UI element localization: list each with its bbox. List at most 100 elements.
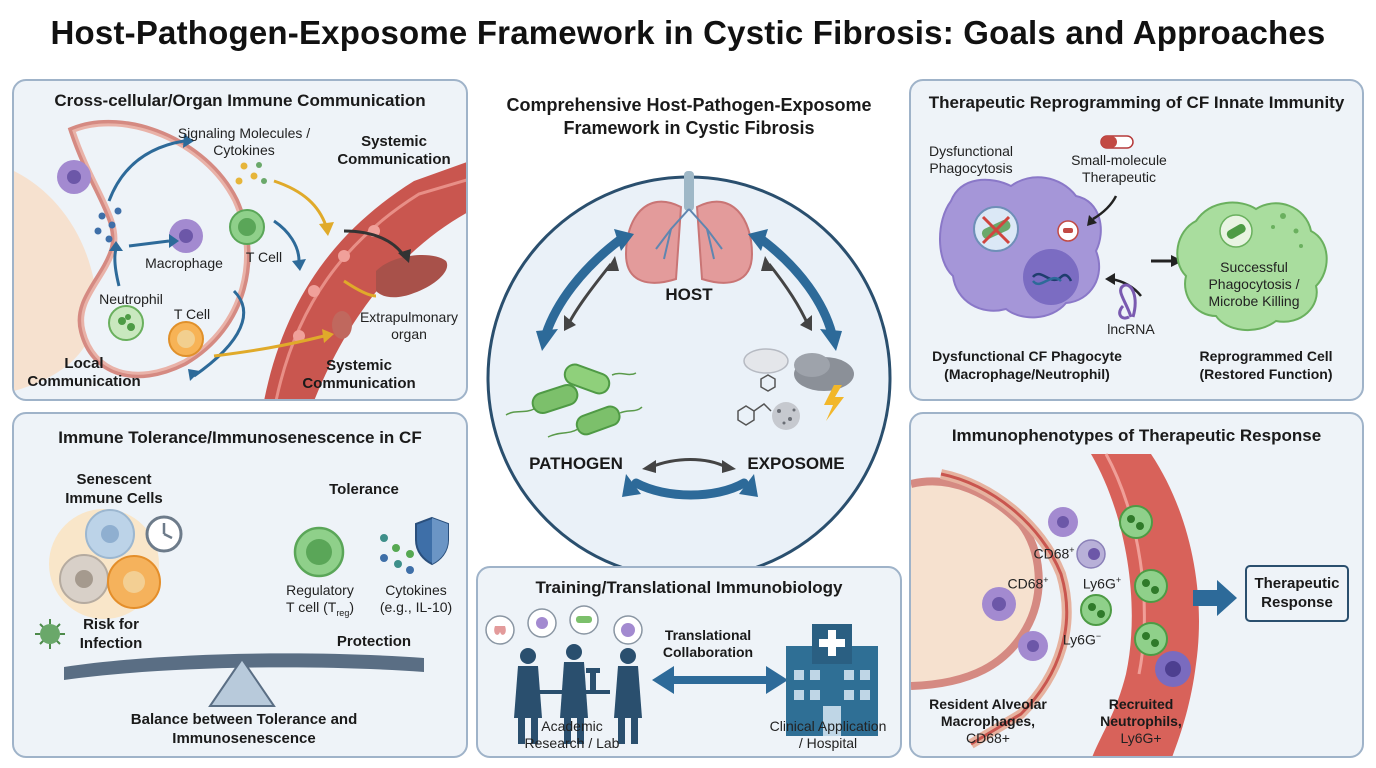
cytokine-dots [94,207,122,243]
collaboration-arrow [652,666,788,694]
recruited-label-2: Neutrophils, [1100,713,1182,729]
neutrophil-cell [108,305,144,341]
therapeutic-label: Therapeutic [1254,575,1340,592]
training-illustration [485,605,878,744]
systemic-label-top: Systemic [361,133,427,150]
reprogrammed-cell [1176,201,1328,332]
regulatory-label: Regulatory [286,582,354,598]
panel-title: Training/Translational Immunobiology [535,578,843,597]
phagocytosis-label: Phagocytosis [929,160,1013,176]
lungs-icon [624,171,754,284]
tolerance-label: Tolerance [329,481,399,498]
panel-title: Immunophenotypes of Therapeutic Response [951,426,1322,445]
local-communication-label: Communication [27,373,141,390]
cytokine-dots [380,534,414,574]
research-lab-label: Research / Lab [524,735,620,751]
cytokines-label: Cytokines [213,142,275,158]
framework-title-2: Framework in Cystic Fibrosis [563,118,815,138]
neutrophil-label: Neutrophil [99,291,163,307]
resident-label-1: Resident Alveolar [929,696,1047,712]
kidney-organ [332,311,352,339]
panel-communication: Cross-cellular/Organ Immune Communicatio… [12,79,468,401]
cd68-label-1: CD68+ [1033,545,1075,562]
cd68-label-2: CD68+ [1007,575,1049,592]
hospital-label: / Hospital [798,735,858,751]
dysfunctional-phagocyte [939,176,1102,319]
communication-illustration [14,119,466,399]
immune-cells-label: Immune Cells [65,490,163,507]
blood-vessel [264,162,466,399]
systemic-label-bottom: Systemic [326,357,392,374]
t-cell-label-1: T Cell [245,249,283,265]
balance-label-2: Immunosenescence [172,730,316,747]
macrophage-label: Macrophage [145,255,223,271]
il10-label: (e.g., IL-10) [379,599,453,615]
framework-title-1: Comprehensive Host-Pathogen-Exposome [506,95,872,115]
cytokines-label: Cytokines [385,582,447,598]
pill-icon [1100,135,1134,149]
therapeutic-illustration [939,135,1328,332]
exposome-icons [737,348,854,430]
scientists-icon [514,644,642,744]
signaling-label: Signaling Molecules / [177,125,311,141]
ly6g-negative-label: Ly6G− [1062,631,1102,648]
immunophenotypes-illustration [911,453,1349,756]
therapeutic-label: Therapeutic [1082,169,1156,185]
infection-label: Infection [79,635,143,652]
lncrna-icon [1118,283,1137,320]
panel-therapeutic: Therapeutic Reprogramming of CF Innate I… [909,79,1364,401]
panel-title: Therapeutic Reprogramming of CF Innate I… [928,93,1345,112]
communication-label-bottom: Communication [302,375,416,392]
neutrophil-4 [1134,622,1168,656]
panel-tolerance: Immune Tolerance/Immunosenescence in CF … [12,412,468,758]
communication-label-top: Communication [337,151,451,168]
panel-immunophenotypes: Immunophenotypes of Therapeutic Response… [909,412,1364,758]
balance-label-1: Balance between Tolerance and [130,711,358,728]
microbe-killing-label: Microbe Killing [1208,293,1300,309]
framework-diagram [486,171,892,581]
panel-title: Immune Tolerance/Immunosenescence in CF [58,428,422,447]
translational-label: Translational [664,627,752,643]
pathogen-label: PATHOGEN [529,454,623,473]
bacteria-icon [505,363,643,438]
neutrophil-1 [1119,505,1153,539]
resident-label-2: Macrophages, [940,713,1036,729]
successful-label: Successful [1220,259,1288,275]
therapeutic-response-box [1245,565,1349,622]
treg-label: T cell (Treg) [286,599,354,618]
exposome-label: EXPOSOME [747,454,845,473]
academic-label: Academic [541,718,603,734]
caption-reprogrammed-2: (Restored Function) [1199,366,1333,382]
recruited-label-3: Ly6G+ [1120,730,1162,746]
phagocytosis-success-label: Phagocytosis / [1208,276,1300,292]
local-label: Local [64,355,104,372]
hospital-icon [786,624,878,736]
caption-dysfunctional-2: (Macrophage/Neutrophil) [944,366,1110,382]
senescent-label: Senescent [76,471,152,488]
dysfunctional-label: Dysfunctional [928,143,1014,159]
liver-organ [376,255,448,298]
caption-dysfunctional-1: Dysfunctional CF Phagocyte [932,348,1122,364]
lncrna-label: lncRNA [1107,321,1155,337]
extrapulmonary-label: Extrapulmonary [359,309,459,325]
recruited-label-1: Recruited [1108,696,1174,712]
virus-icon [35,619,65,649]
caption-reprogrammed-1: Reprogrammed Cell [1199,348,1333,364]
panel-training: Training/Translational Immunobiology Tra… [476,566,902,758]
resident-label-3: CD68+ [966,730,1010,746]
host-label: HOST [665,285,713,304]
neutrophil-2 [1080,594,1112,626]
balance-fulcrum [208,657,276,707]
risk-label: Risk for [83,616,139,633]
tolerance-illustration [35,509,449,707]
center-framework: Comprehensive Host-Pathogen-Exposome Fra… [476,79,902,581]
ly6g-positive-label: Ly6G+ [1082,575,1122,592]
response-label: Response [1261,594,1333,611]
neutrophil-3 [1134,569,1168,603]
protection-label: Protection [336,633,412,650]
collaboration-label: Collaboration [662,644,754,660]
t-cell-label-2: T Cell [173,306,211,322]
organ-label: organ [391,326,427,342]
page-title: Host-Pathogen-Exposome Framework in Cyst… [50,14,1326,51]
panel-title: Cross-cellular/Organ Immune Communicatio… [54,91,426,110]
